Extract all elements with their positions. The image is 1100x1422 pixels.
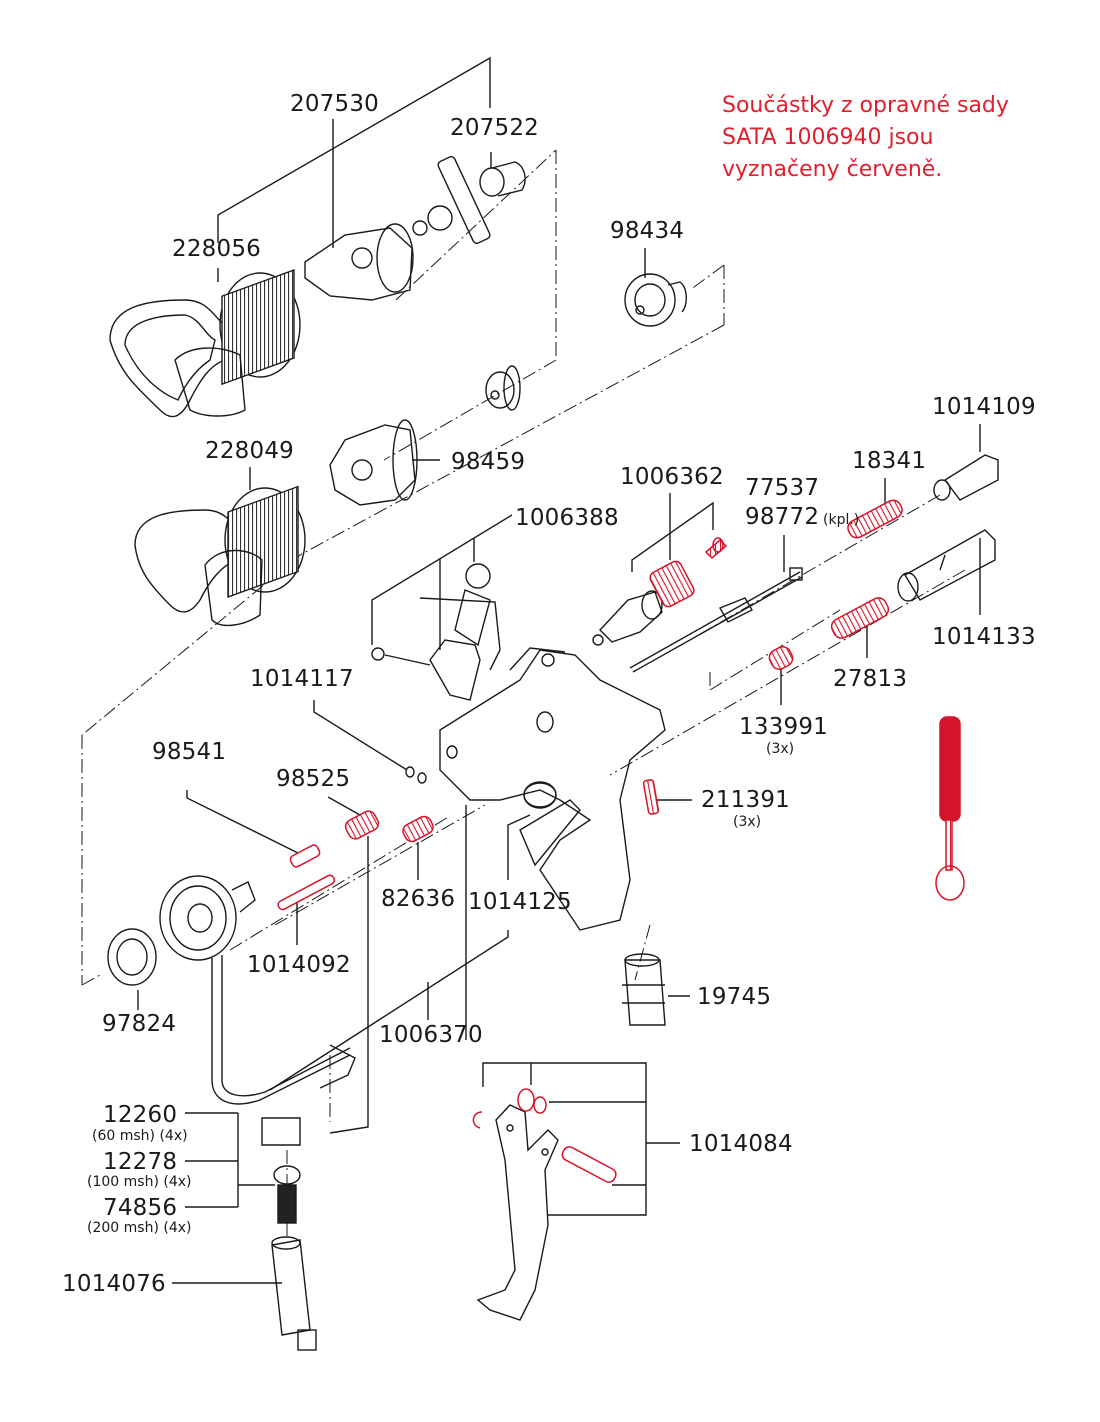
part-air-cap-228056 <box>109 269 301 418</box>
label-1014076: 1014076 <box>62 1271 166 1297</box>
part-tip-handle <box>412 156 491 244</box>
label-211391-qty: (3x) <box>733 814 762 830</box>
part-needle-98772 <box>629 567 803 673</box>
repair-kit-note: Součástky z opravné sady SATA 1006940 js… <box>722 90 1009 186</box>
label-98772-note: (kpl.) <box>823 512 860 528</box>
label-19745: 19745 <box>697 984 772 1010</box>
part-nozzle-207530 <box>304 223 414 301</box>
part-seal-98459 <box>329 419 418 506</box>
label-1014117: 1014117 <box>250 666 354 692</box>
part-gun-body <box>439 647 666 931</box>
label-97824: 97824 <box>102 1011 177 1037</box>
note-line-2: SATA 1006940 jsou <box>722 125 934 150</box>
part-spring-27813 <box>830 597 890 639</box>
label-1006370: 1006370 <box>379 1022 483 1048</box>
label-1006362: 1006362 <box>620 464 724 490</box>
label-133991-qty: (3x) <box>766 741 795 757</box>
axis-lines <box>81 149 966 1240</box>
label-1014084: 1014084 <box>689 1131 793 1157</box>
label-74856: 74856 <box>103 1195 178 1221</box>
part-trigger <box>476 1104 559 1321</box>
part-1014109 <box>933 454 999 501</box>
label-207522: 207522 <box>450 115 539 141</box>
part-1014092 <box>277 874 336 911</box>
part-1014133 <box>897 529 996 602</box>
label-98525: 98525 <box>276 766 351 792</box>
label-1014125: 1014125 <box>468 889 572 915</box>
part-seal-133991 <box>768 646 794 670</box>
part-valve-1006362 <box>592 590 663 646</box>
label-98434: 98434 <box>610 218 685 244</box>
note-line-1: Součástky z opravné sady <box>722 93 1009 118</box>
part-97824 <box>107 928 157 986</box>
part-screw-1006362-red <box>704 537 728 560</box>
part-82636 <box>402 815 434 843</box>
label-98459: 98459 <box>451 449 526 475</box>
label-82636: 82636 <box>381 886 456 912</box>
part-fluid-inlet <box>159 875 356 1105</box>
part-98434 <box>624 273 687 327</box>
part-seal-1014125 <box>523 781 557 809</box>
part-o-rings-1014117 <box>405 745 458 784</box>
part-knob-1006362-red <box>649 560 695 608</box>
part-bracket-1006388 <box>371 563 501 701</box>
cleaning-brush <box>935 716 965 901</box>
label-228049: 228049 <box>205 438 294 464</box>
label-12278: 12278 <box>103 1149 178 1175</box>
part-insert <box>485 365 521 411</box>
label-1014092: 1014092 <box>247 952 351 978</box>
kit-parts-red <box>277 499 965 1183</box>
part-clips-1014084 <box>472 1088 617 1183</box>
label-228056: 228056 <box>172 236 261 262</box>
part-filter-housing <box>261 1117 317 1351</box>
part-207522 <box>479 161 526 197</box>
leader-lines <box>137 56 981 1284</box>
label-27813: 27813 <box>833 666 908 692</box>
label-1006388: 1006388 <box>515 505 619 531</box>
label-207530: 207530 <box>290 91 379 117</box>
label-98772: 98772 <box>745 504 820 530</box>
part-98541 <box>289 844 321 868</box>
label-12260: 12260 <box>103 1102 178 1128</box>
label-98541: 98541 <box>152 739 227 765</box>
label-12278-note: (100 msh) (4x) <box>87 1174 192 1190</box>
label-1014109: 1014109 <box>932 394 1036 420</box>
label-74856-note: (200 msh) (4x) <box>87 1220 192 1236</box>
note-line-3: vyznačeny červeně. <box>722 157 943 182</box>
label-1014133: 1014133 <box>932 624 1036 650</box>
label-133991: 133991 <box>739 714 828 740</box>
label-12260-note: (60 msh) (4x) <box>92 1128 188 1144</box>
part-211391 <box>642 779 660 815</box>
part-19745 <box>622 953 666 1026</box>
part-98525 <box>344 810 380 840</box>
part-air-cap-228049 <box>134 485 306 627</box>
label-77537: 77537 <box>745 475 820 501</box>
label-211391: 211391 <box>701 787 790 813</box>
part-spring-18341 <box>847 499 903 539</box>
label-18341: 18341 <box>852 448 927 474</box>
